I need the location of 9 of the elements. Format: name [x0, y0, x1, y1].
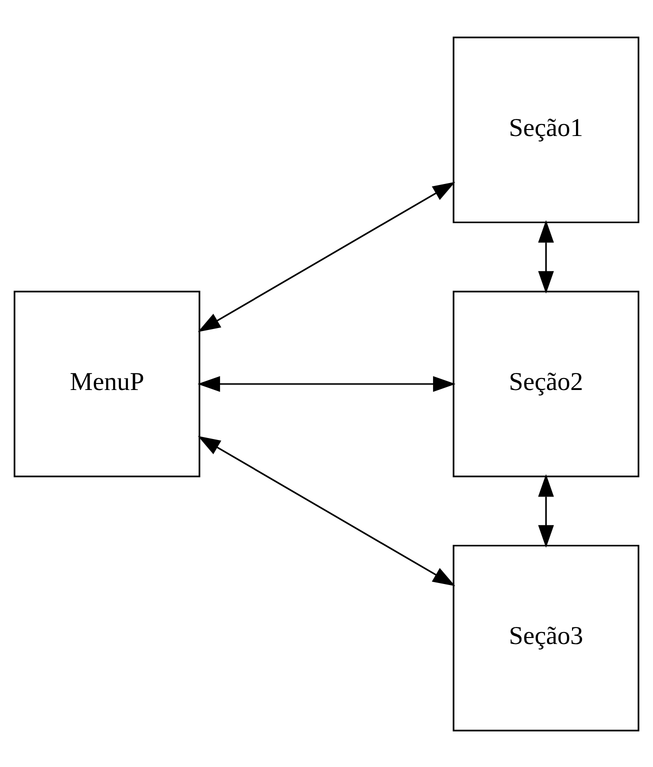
arrow	[538, 474, 554, 548]
arrow	[538, 220, 554, 294]
arrow	[198, 181, 456, 332]
node-box: Seção3	[452, 544, 640, 731]
arrow	[198, 376, 456, 392]
node-box: Seção2	[452, 290, 640, 477]
node-box: Seção1	[452, 36, 640, 223]
arrow	[198, 436, 456, 586]
node-box: MenuP	[14, 290, 200, 477]
